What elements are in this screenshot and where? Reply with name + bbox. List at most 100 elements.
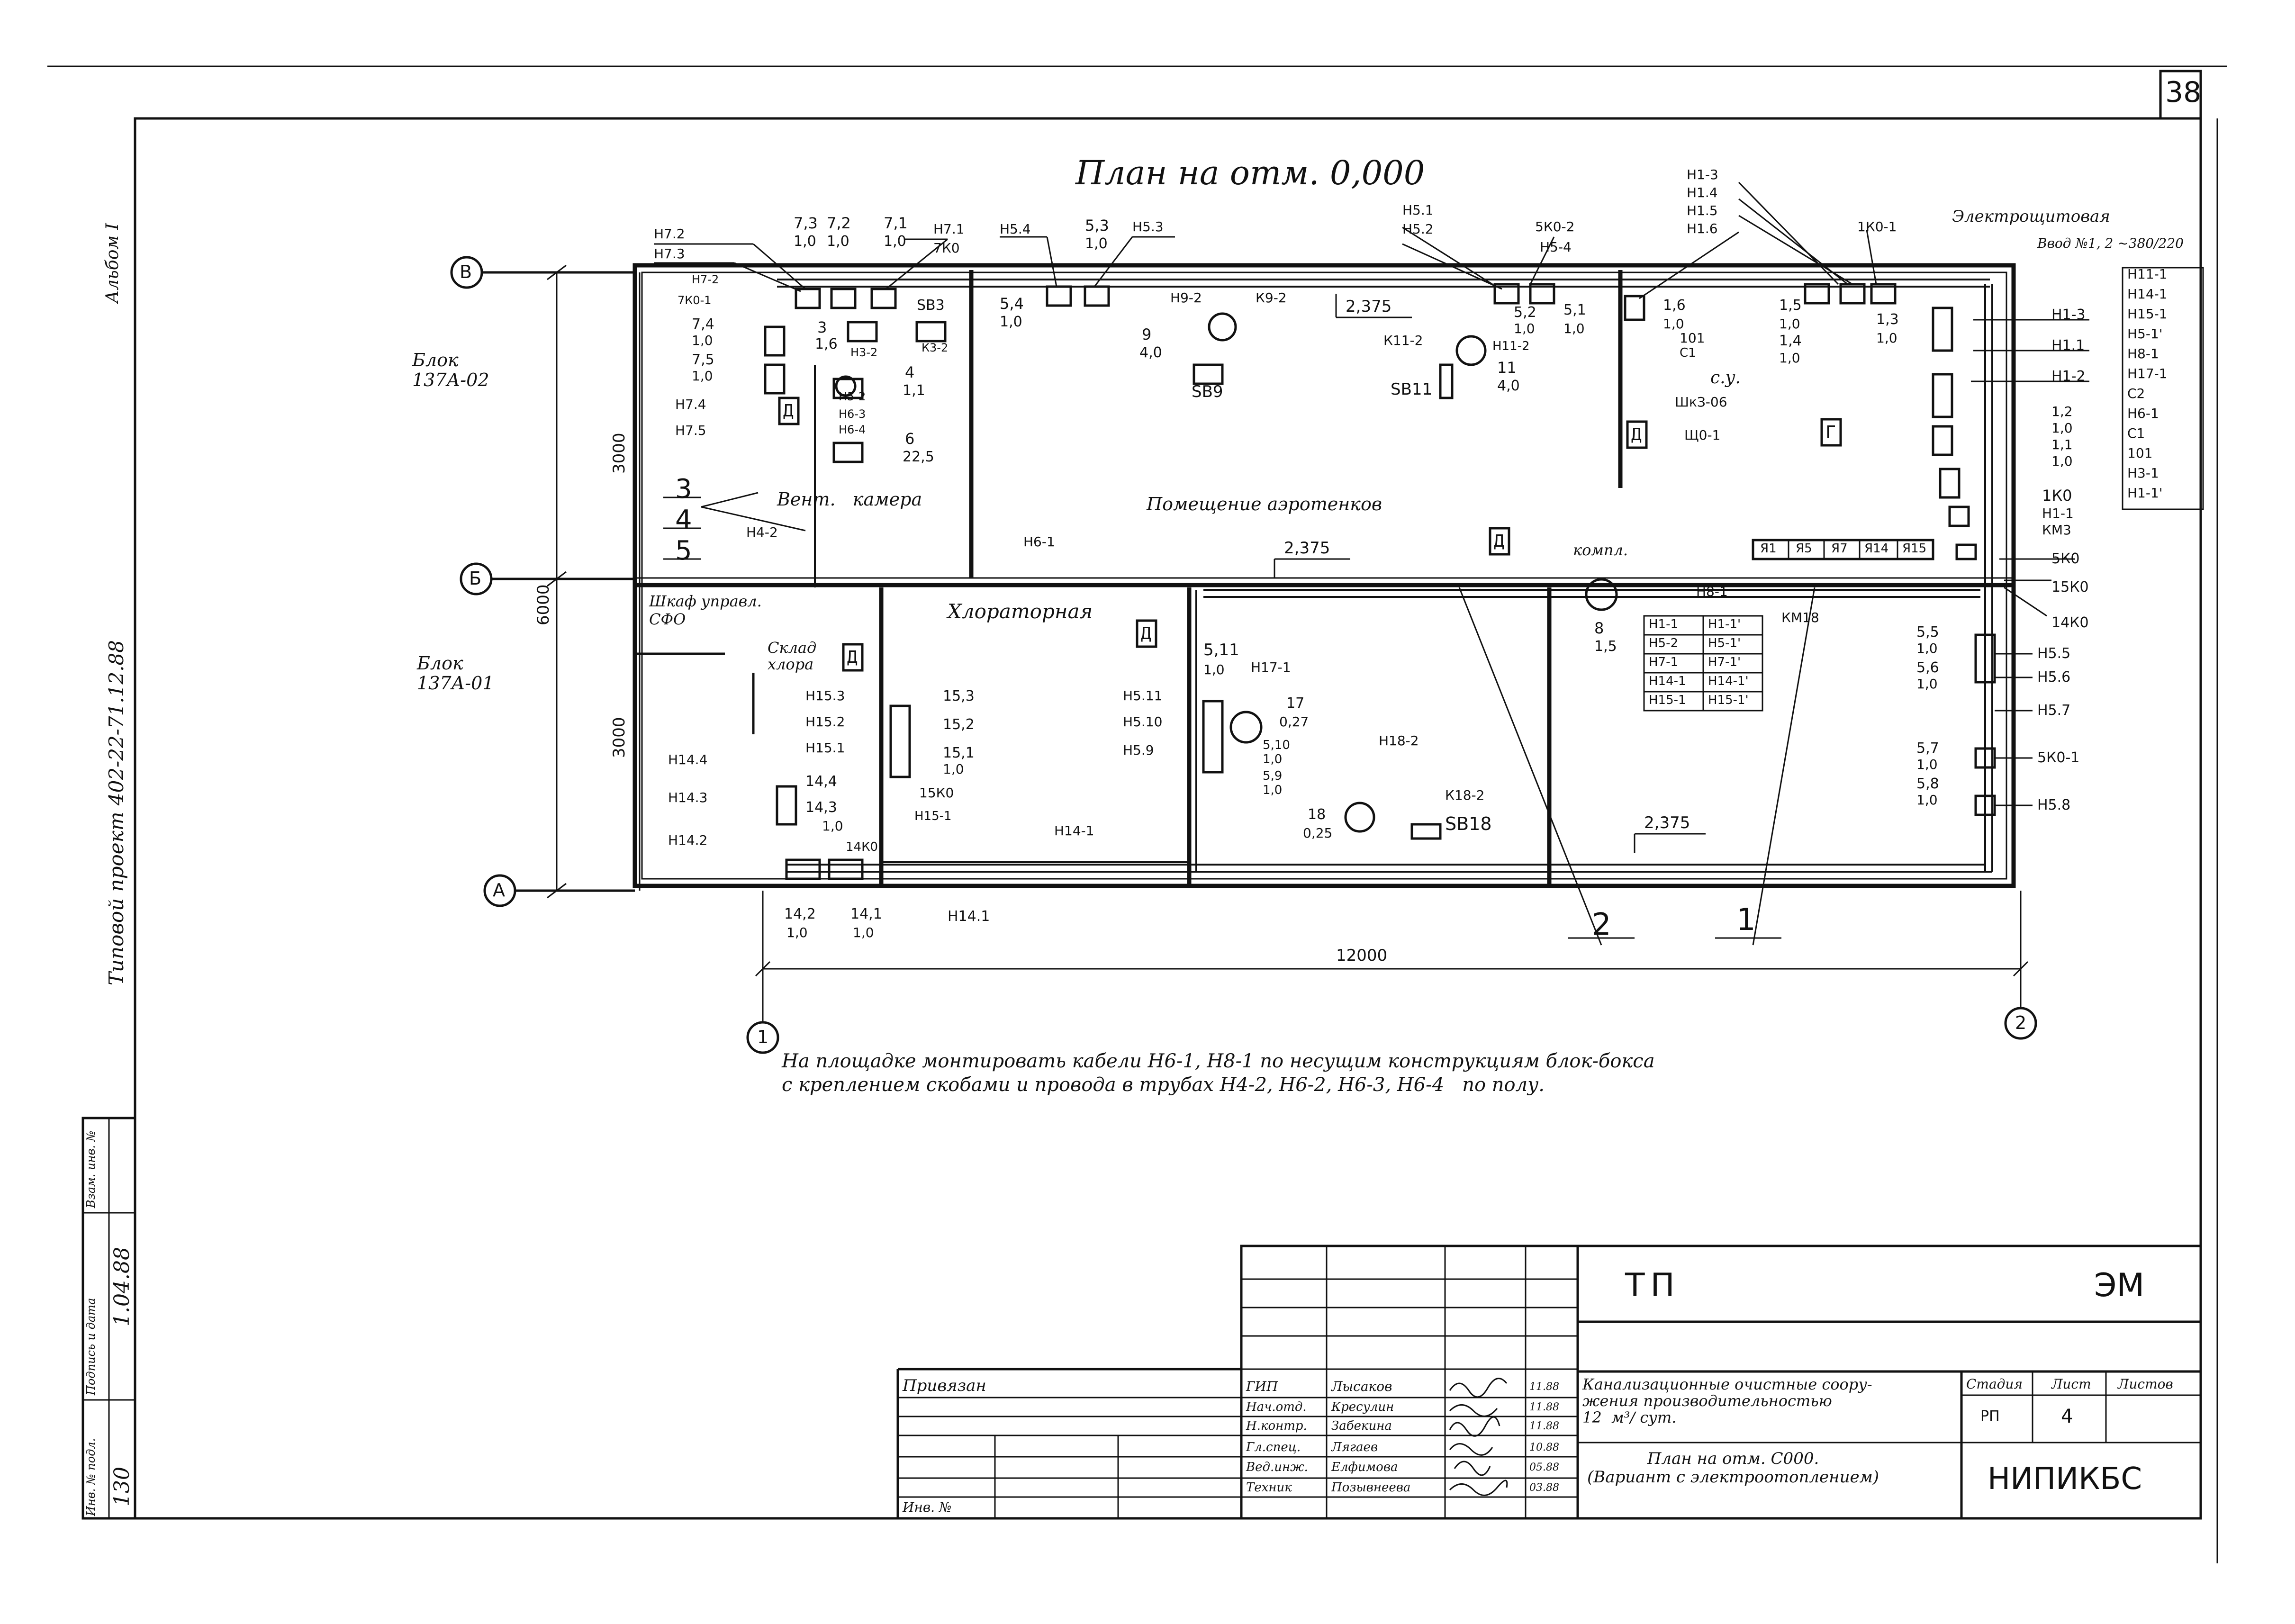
terminal-cell: Я15 — [1902, 541, 1927, 556]
lower-label: 14,1 — [850, 906, 882, 922]
stamp-list-header: Лист — [2051, 1376, 2091, 1392]
terminal-cell: Я7 — [1831, 541, 1848, 556]
dim-3000-lower: 3000 — [610, 717, 629, 758]
stamp-date: 11.88 — [1529, 1381, 1559, 1393]
kompl-label: компл. — [1573, 541, 1628, 559]
cable-label: 7К0-1 — [678, 294, 712, 307]
stamp-date: 11.88 — [1529, 1401, 1559, 1413]
page-title: План на отм. 0,000 — [1075, 153, 1425, 192]
lower-label: Н15.2 — [805, 714, 845, 730]
lower-label: Н15.1 — [805, 740, 845, 756]
lamp-number: 5,2 — [1514, 304, 1536, 321]
right-label: КМ3 — [2042, 522, 2071, 538]
lower-label: 15К0 — [919, 785, 954, 801]
cable-label: Н1.5 — [1687, 203, 1718, 218]
album-label: Альбом I — [103, 223, 122, 303]
lower-label: 1,0 — [1263, 752, 1283, 767]
lamp-number: 7,5 — [692, 352, 714, 368]
stamp-name: Елфимова — [1331, 1460, 1398, 1474]
lower-label: Н15.3 — [805, 688, 845, 704]
cable-label: Н7.3 — [654, 246, 685, 262]
lower-label: Н5.9 — [1123, 742, 1154, 758]
lamp-power: 1,1 — [903, 382, 925, 399]
lower-label: Н5.10 — [1123, 714, 1163, 730]
project-side-label: Типовой проект 402-22-71.12.88 — [105, 640, 128, 985]
stamp-role: ГИП — [1246, 1379, 1278, 1394]
lower-label: 0,27 — [1279, 714, 1309, 730]
legend-cable: 101 — [2127, 445, 2153, 461]
terminal-table-cell: Н5-2 — [1649, 636, 1679, 650]
stamp-date: 11.88 — [1529, 1420, 1559, 1432]
lamp-power: 1,0 — [1779, 316, 1800, 332]
dim-3000-upper: 3000 — [610, 433, 629, 474]
legend-cable: Н11-1 — [2127, 266, 2168, 282]
lamp-number: 3 — [817, 318, 827, 336]
lamp-number: 6 — [905, 430, 915, 448]
cable-label: 5К0-2 — [1535, 219, 1575, 235]
section-number: 3 — [675, 474, 692, 505]
cable-label: Н5.1 — [1402, 202, 1434, 218]
dim-6000: 6000 — [534, 584, 553, 625]
room-chlorine-store: Склад хлора — [768, 639, 817, 674]
stamp-em: ЭМ — [2094, 1267, 2145, 1304]
stamp-role: Вед.инж. — [1246, 1460, 1308, 1474]
section-number: 4 — [675, 505, 692, 535]
lower-label: Н14.4 — [668, 752, 708, 767]
terminal-cell: Я5 — [1796, 541, 1812, 556]
stamp-lists-header: Листов — [2118, 1376, 2173, 1392]
cable-label: Н7.4 — [675, 397, 706, 412]
lower-label: 14,2 — [784, 906, 816, 922]
cable-label: Н7.2 — [654, 226, 685, 242]
room-mark: Д — [1494, 532, 1504, 551]
terminal-table-cell: Н1-1' — [1708, 617, 1741, 632]
cable-label: Н5.4 — [1000, 221, 1031, 237]
lamp-power: 4,0 — [1497, 378, 1520, 394]
terminal-table-cell: Н1-1 — [1649, 617, 1679, 632]
lower-label: 1,0 — [822, 818, 843, 834]
stamp-name: Кресулин — [1331, 1400, 1394, 1414]
terminal-table-cell: Н15-1 — [1649, 693, 1686, 707]
axis-b-label: Б — [469, 568, 482, 589]
cable-label: Н1.6 — [1687, 221, 1718, 236]
lower-label: 1,0 — [1916, 757, 1938, 772]
stamp-role: Нач.отд. — [1246, 1400, 1307, 1414]
lower-label: 15,3 — [943, 688, 975, 704]
cable-label: К9-2 — [1256, 290, 1287, 306]
axis-2-label: 2 — [2015, 1012, 2027, 1033]
right-label: КМ18 — [1781, 610, 1819, 625]
block-upper-label: Блок 137А-02 — [412, 350, 489, 390]
cable-label: Н8-1 — [1696, 584, 1728, 599]
right-label: 5К0-1 — [2037, 749, 2080, 766]
lower-label: 8 — [1594, 619, 1604, 637]
lower-label: Н15-1 — [914, 809, 952, 823]
lower-label: 17 — [1286, 695, 1305, 712]
lower-label: 5,10 — [1263, 738, 1290, 752]
terminal-table-cell: Н5-1' — [1708, 636, 1741, 650]
lamp-power: 1,0 — [692, 368, 713, 384]
room-aerotank: Помещение аэротенков — [1147, 494, 1382, 514]
cable-label: SB11 — [1391, 380, 1433, 399]
lower-label: 5,11 — [1203, 641, 1239, 659]
lamp-power: 1,0 — [794, 233, 816, 250]
legend-cable: Н1-1' — [2127, 485, 2163, 501]
lamp-number: 5,4 — [1000, 295, 1024, 313]
cable-label: Н5.3 — [1132, 219, 1164, 235]
cable-label: Н4-2 — [746, 524, 778, 540]
cable-label: Н7.5 — [675, 423, 706, 438]
stamp-name: Позывнеева — [1331, 1480, 1411, 1495]
lamp-number: 1,4 — [1779, 333, 1802, 349]
lower-label: 5,9 — [1263, 769, 1283, 783]
room-wc: с.у. — [1710, 368, 1741, 388]
lamp-number: 4 — [905, 363, 915, 381]
lamp-number: 7,3 — [794, 214, 818, 232]
lower-label: 15,1 — [943, 745, 975, 761]
legend-cable: Н5-1' — [2127, 326, 2163, 342]
lower-label: Н14.2 — [668, 832, 708, 848]
stamp-stage: РП — [1980, 1408, 2000, 1425]
axis-v-label: В — [460, 262, 472, 282]
legend-cable: Н15-1 — [2127, 306, 2168, 322]
lower-label: 5,8 — [1916, 776, 1939, 792]
cable-label: Щ0-1 — [1684, 427, 1721, 443]
cable-label: Н1.4 — [1687, 185, 1718, 200]
right-label: Н1-2 — [2051, 368, 2086, 385]
